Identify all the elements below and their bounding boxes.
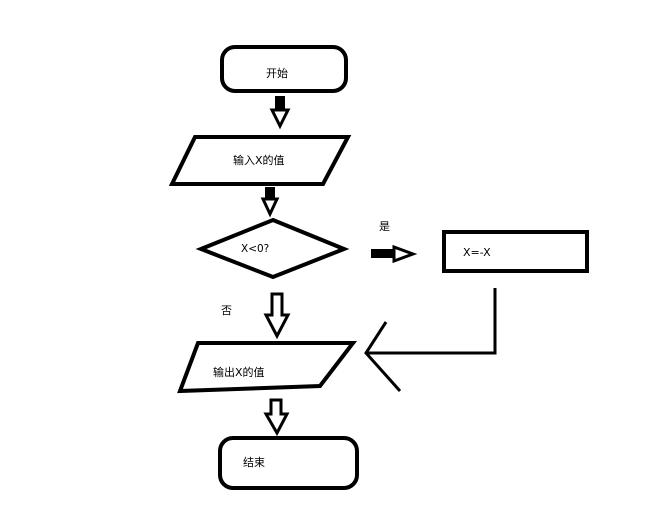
- decision-label: X<0?: [241, 243, 269, 255]
- arrow-negate-to-output: [364, 288, 497, 393]
- arrow-start-to-input: [269, 96, 291, 130]
- decision-node: X<0?: [195, 217, 350, 280]
- start-label: 开始: [266, 66, 288, 80]
- no-label: 否: [221, 304, 232, 317]
- arrow-no-to-output: [263, 292, 291, 340]
- arrow-yes-to-negate: [371, 244, 418, 264]
- input-node: 输入X的值: [168, 135, 352, 186]
- end-node: 结束: [218, 436, 359, 490]
- start-node: 开始: [220, 45, 348, 93]
- arrow-output-to-end: [263, 398, 290, 437]
- negate-label: X=-X: [463, 246, 491, 259]
- yes-label: 是: [379, 220, 390, 233]
- output-label: 输出X的值: [213, 365, 265, 379]
- negate-node: X=-X: [442, 230, 589, 273]
- output-node: 输出X的值: [177, 341, 358, 394]
- input-label: 输入X的值: [233, 153, 285, 167]
- arrow-input-to-decision: [260, 187, 280, 218]
- end-label: 结束: [243, 456, 265, 469]
